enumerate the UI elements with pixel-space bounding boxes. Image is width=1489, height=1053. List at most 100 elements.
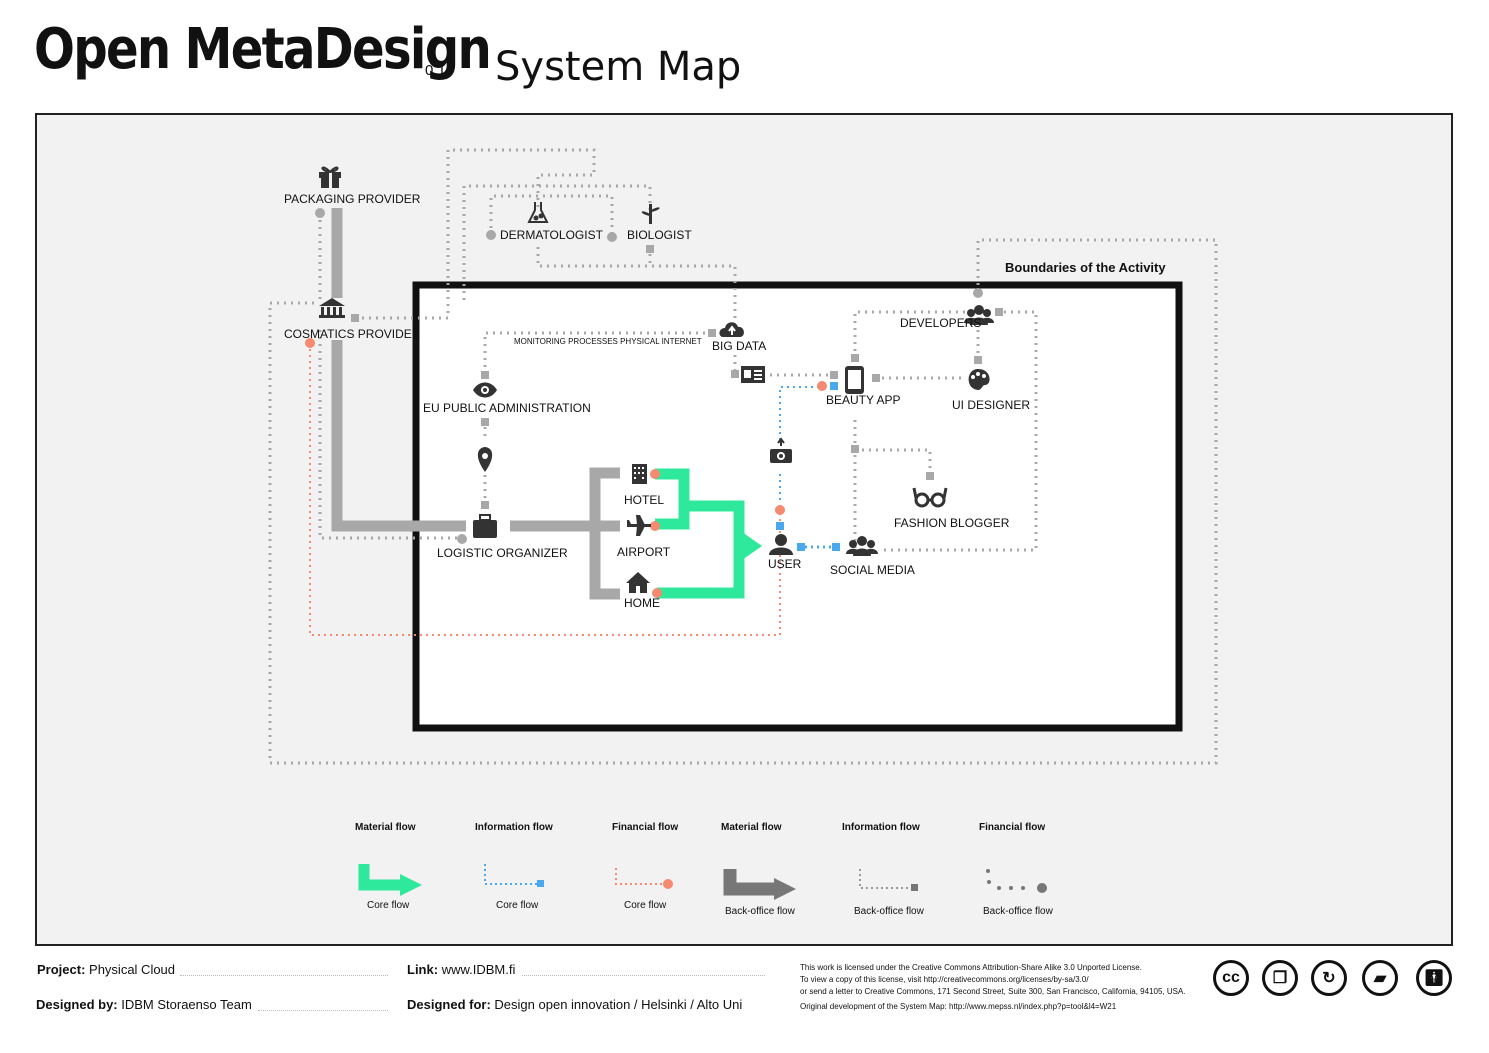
info-square xyxy=(776,522,784,530)
legend-title: Financial flow xyxy=(979,822,1045,833)
legend-title: Information flow xyxy=(842,822,920,833)
hotel-label: HOTEL xyxy=(624,493,664,507)
financial-dot xyxy=(650,469,660,479)
legend-subtitle: Core flow xyxy=(624,900,667,911)
beauty-app-label: BEAUTY APP xyxy=(826,393,900,407)
legend-core-financial-symbol xyxy=(615,868,673,889)
legend-subtitle: Back-office flow xyxy=(725,906,796,917)
page-title: Open MetaDesign xyxy=(34,17,492,82)
project-value: Physical Cloud xyxy=(89,962,176,977)
designed-for-value: Design open innovation / Helsinki / Alto… xyxy=(494,997,743,1012)
social-media-label: SOCIAL MEDIA xyxy=(830,563,915,577)
designed-by-value: IDBM Storaenso Team xyxy=(121,997,252,1012)
financial-dot xyxy=(817,381,827,391)
copy-icon: ❐ xyxy=(1262,960,1298,996)
financial-dot xyxy=(650,521,660,531)
back-office-markers xyxy=(315,208,1003,544)
palette-icon xyxy=(968,369,990,390)
designed-by-field: Designed by: IDBM Storaenso Team xyxy=(36,997,252,1012)
info-square xyxy=(832,543,840,551)
legend-subtitle: Back-office flow xyxy=(983,906,1054,917)
tablet-icon xyxy=(845,366,864,394)
license-line: or send a letter to Creative Commons, 17… xyxy=(800,987,1186,996)
building-icon xyxy=(632,464,647,484)
designed-for-label: Designed for: xyxy=(407,997,491,1012)
cloud-upload-icon xyxy=(719,322,744,337)
back-office-material-flows xyxy=(331,208,620,600)
cosmetics-provider-label: COSMATICS PROVIDER xyxy=(284,327,421,341)
big-data-label: BIG DATA xyxy=(712,339,766,353)
airplane-icon xyxy=(627,515,651,536)
divider xyxy=(180,975,388,976)
activity-boundary xyxy=(412,281,1183,732)
user-icon xyxy=(769,534,793,555)
divider xyxy=(522,975,765,976)
link-value[interactable]: www.IDBM.fi xyxy=(441,962,516,977)
car-icon: ▰ xyxy=(1362,960,1398,996)
id-card-icon xyxy=(741,366,765,383)
eu-public-administration-label: EU PUBLIC ADMINISTRATION xyxy=(423,401,591,415)
fashion-blogger-label: FASHION BLOGGER xyxy=(894,516,1010,530)
license-line: Original development of the System Map: … xyxy=(800,1002,1117,1011)
developers-label: DEVELOPERS xyxy=(900,316,981,330)
home-label: HOME xyxy=(624,596,660,610)
project-label: Project: xyxy=(37,962,86,977)
financial-dot xyxy=(305,338,315,348)
attribution-icon: 🚹︎ xyxy=(1416,960,1452,996)
legend-back-office-info-symbol xyxy=(859,869,918,891)
map-pin-icon xyxy=(477,447,493,472)
project-field: Project: Physical Cloud xyxy=(37,962,175,977)
legend-title: Material flow xyxy=(721,822,782,833)
legend-subtitle: Back-office flow xyxy=(854,906,925,917)
legend-subtitle: Core flow xyxy=(367,900,410,911)
legend-back-office-financial-symbol xyxy=(986,869,1047,893)
designed-by-label: Designed by: xyxy=(36,997,118,1012)
version-label: 0.1 xyxy=(425,62,446,79)
legend-title: Information flow xyxy=(475,822,553,833)
license-line: To view a copy of this license, visit ht… xyxy=(800,975,1089,984)
license-text: This work is licensed under the Creative… xyxy=(800,962,1210,1013)
user-label: USER xyxy=(768,557,802,571)
boundary-label: Boundaries of the Activity xyxy=(1005,260,1166,275)
glasses-icon xyxy=(912,487,948,508)
home-icon xyxy=(626,572,650,593)
ui-designer-label: UI DESIGNER xyxy=(952,398,1030,412)
financial-dot xyxy=(775,505,785,515)
monitoring-label: MONITORING PROCESSES PHYSICAL INTERNET xyxy=(514,337,702,346)
legend-back-office-material-symbol xyxy=(723,869,796,900)
info-square xyxy=(830,382,838,390)
dermatologist-label: DERMATOLOGIST xyxy=(500,228,604,242)
divider xyxy=(258,1010,388,1011)
group-icon xyxy=(846,536,878,556)
link-field: Link: www.IDBM.fi xyxy=(407,962,515,977)
legend-title: Material flow xyxy=(355,822,416,833)
flask-icon xyxy=(527,202,549,223)
camera-icon xyxy=(770,437,792,463)
financial-dot xyxy=(652,588,662,598)
briefcase-icon xyxy=(473,514,497,538)
biologist-label: BIOLOGIST xyxy=(627,228,692,242)
airport-label: AIRPORT xyxy=(617,545,671,559)
logistic-organizer-label: LOGISTIC ORGANIZER xyxy=(437,546,568,560)
page-subtitle: System Map xyxy=(495,44,742,90)
legend-core-material-symbol xyxy=(358,864,422,896)
eye-icon xyxy=(473,382,497,398)
core-financial-flow xyxy=(309,343,781,636)
back-office-info-flows xyxy=(268,148,1218,765)
bank-icon xyxy=(319,298,345,318)
info-square xyxy=(797,543,805,551)
share-alike-icon: ↻ xyxy=(1311,960,1347,996)
license-line: This work is licensed under the Creative… xyxy=(800,963,1142,972)
developers-group-icon xyxy=(964,305,994,325)
plant-icon xyxy=(641,204,660,224)
gift-icon xyxy=(319,166,341,188)
designed-for-field: Designed for: Design open innovation / H… xyxy=(407,997,742,1012)
legend-core-info-symbol xyxy=(484,864,544,887)
packaging-provider-label: PACKAGING PROVIDER xyxy=(284,192,421,206)
link-label: Link: xyxy=(407,962,439,977)
legend-subtitle: Core flow xyxy=(496,900,539,911)
cc-icon: cc xyxy=(1213,960,1249,996)
core-material-arrowhead xyxy=(742,532,762,560)
legend-title: Financial flow xyxy=(612,822,678,833)
